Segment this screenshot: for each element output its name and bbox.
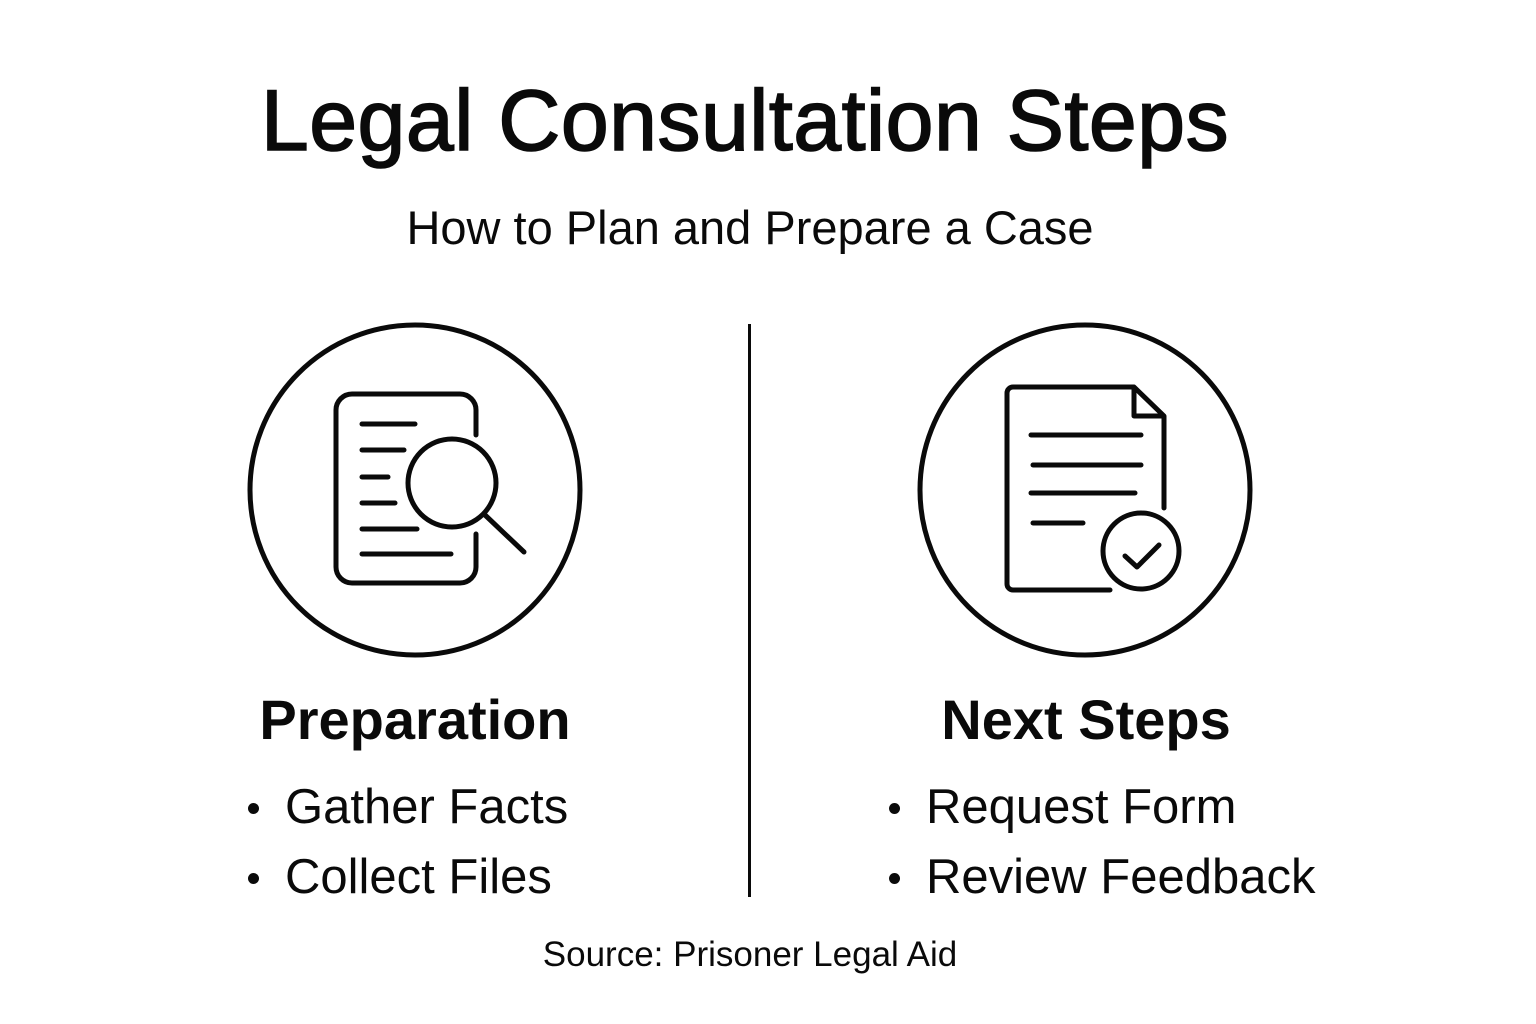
document-search-icon [247, 322, 583, 658]
list-item: Review Feedback [889, 850, 1316, 904]
source-caption: Source: Prisoner Legal Aid [542, 935, 958, 974]
list-item-label: Review Feedback [926, 850, 1316, 904]
bullet-icon [248, 873, 259, 884]
bullet-icon [889, 873, 900, 884]
list-item: Gather Facts [248, 780, 569, 834]
list-item-label: Collect Files [285, 850, 552, 904]
page-title: Legal Consultation Steps [260, 73, 1230, 169]
bullet-icon [889, 803, 900, 814]
bullet-icon [248, 803, 259, 814]
list-item-label: Request Form [926, 780, 1237, 834]
column-title-preparation: Preparation [259, 688, 571, 751]
document-check-icon [917, 322, 1253, 658]
column-title-next-steps: Next Steps [941, 688, 1231, 751]
list-item-label: Gather Facts [285, 780, 569, 834]
column-divider [748, 324, 751, 897]
page-subtitle: How to Plan and Prepare a Case [406, 201, 1094, 254]
list-item: Collect Files [248, 850, 552, 904]
list-item: Request Form [889, 780, 1237, 834]
